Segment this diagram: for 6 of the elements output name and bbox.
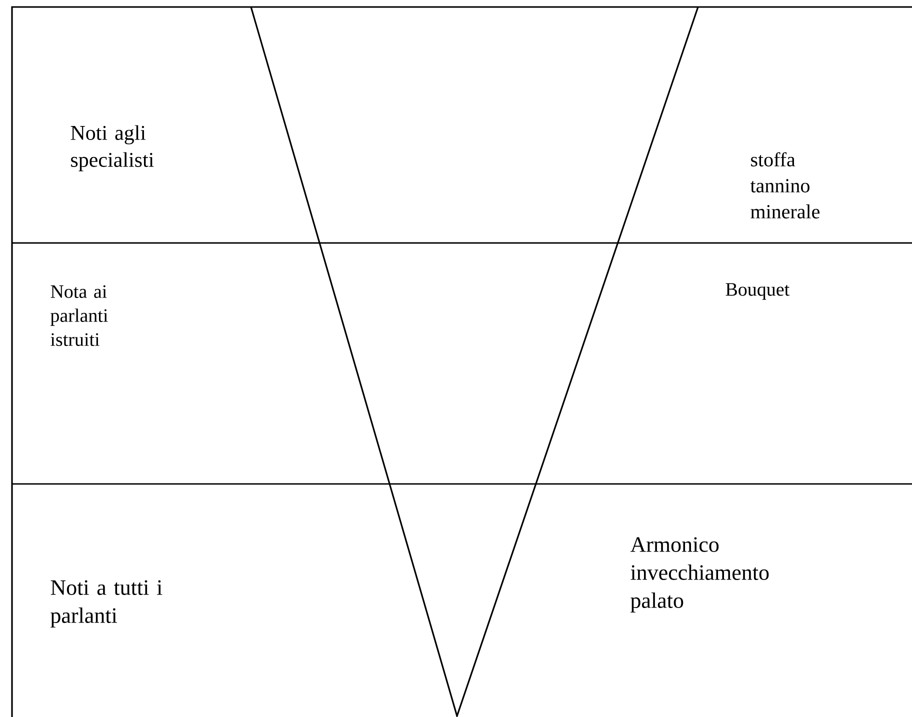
label: Armonico invecchiamento palato <box>630 537 769 612</box>
label: Nota ai parlanti istruiti <box>50 285 108 346</box>
label: Noti a tutti i parlanti <box>50 580 162 628</box>
label: stoffa tannino minerale <box>750 152 820 218</box>
label: Bouquet <box>726 283 790 300</box>
label: Noti agli specialisti <box>70 125 154 172</box>
